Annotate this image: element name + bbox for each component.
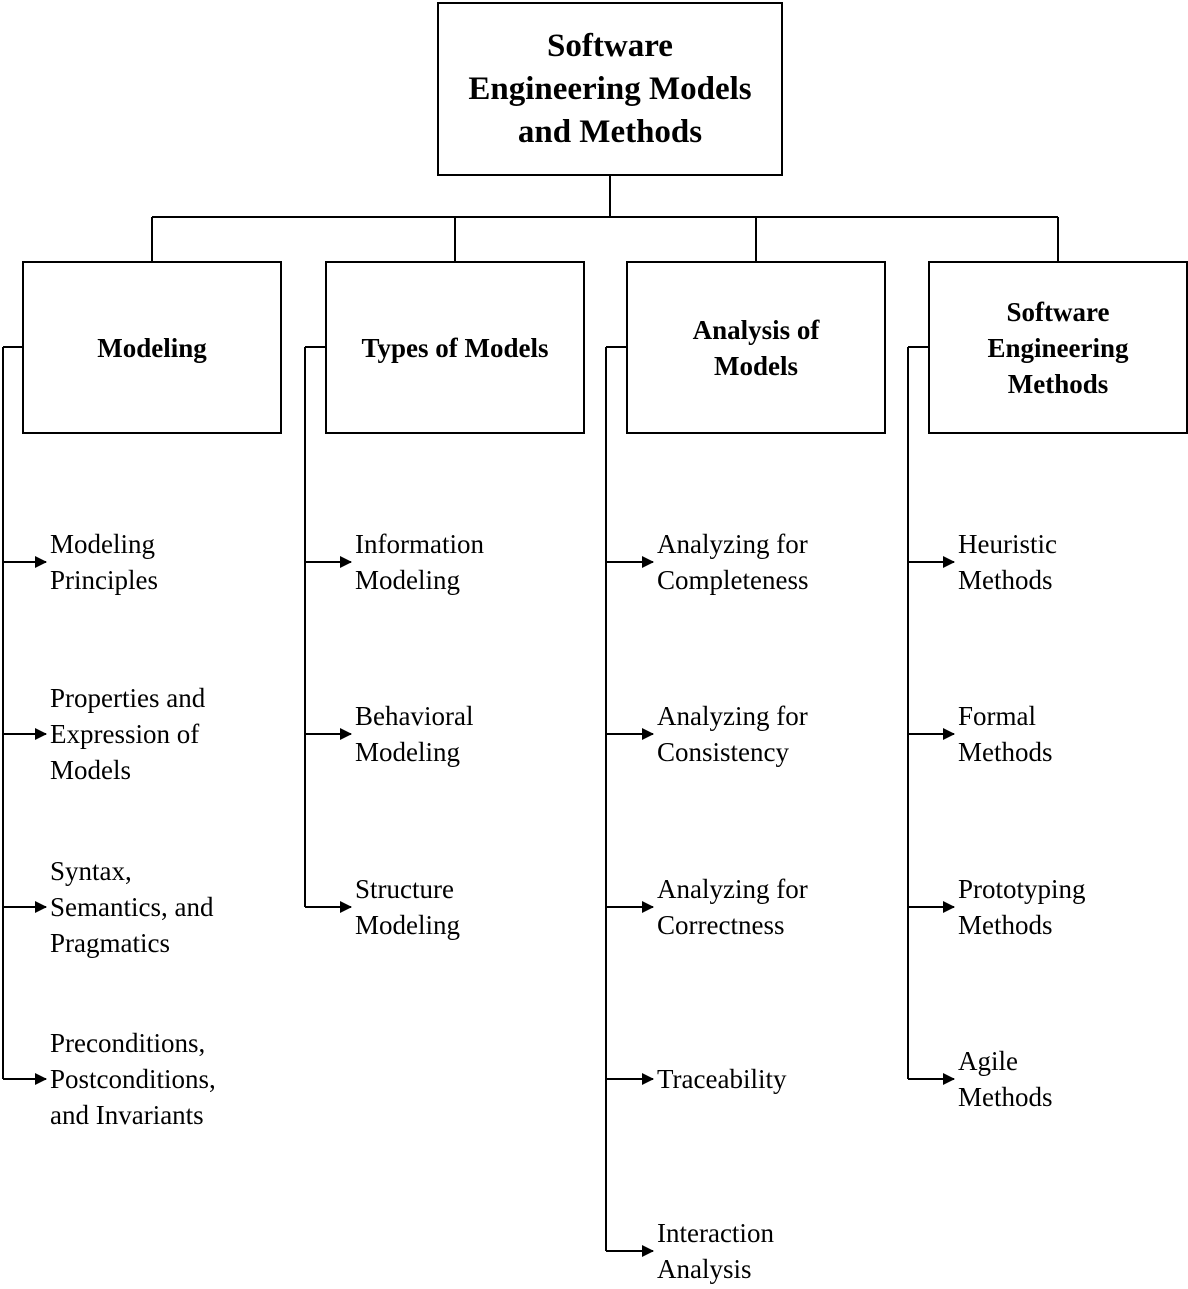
leaf-item-line: Correctness [657, 910, 785, 940]
leaf-item-line: Semantics, and [50, 892, 214, 922]
category-title-line: Engineering [987, 332, 1129, 363]
leaf-item-line: Structure [355, 874, 454, 904]
root-title-line: and Methods [517, 113, 703, 150]
root-node: Software Engineering Models and Methods [437, 2, 783, 176]
leaf-item-line: Heuristic [958, 529, 1057, 559]
leaf-item-line: Models [50, 755, 131, 785]
leaf-item-line: Properties and [50, 683, 206, 713]
category-title-line: Analysis of [692, 314, 820, 345]
leaf-item-line: Analyzing for [657, 701, 808, 731]
category-node: Analysis of Models [626, 261, 886, 434]
category-title-line: Modeling [97, 332, 207, 363]
leaf-item-line: Information [355, 529, 484, 559]
leaf-item-line: Analyzing for [657, 529, 808, 559]
leaf-item-line: Principles [50, 565, 158, 595]
leaf-item-line: Methods [958, 910, 1053, 940]
category-title-line: Software [1006, 296, 1110, 327]
leaf-item-line: Traceability [657, 1064, 787, 1094]
leaf-item-line: Analyzing for [657, 874, 808, 904]
leaf-item-line: Methods [958, 737, 1053, 767]
root-title-line: Engineering Models [468, 70, 752, 107]
leaf-item-line: Expression of [50, 719, 200, 749]
leaf-item-line: Consistency [657, 737, 789, 767]
leaf-item-line: Interaction [657, 1218, 774, 1248]
leaf-item-line: Modeling [355, 565, 460, 595]
leaf-item-line: Pragmatics [50, 928, 170, 958]
leaf-item-line: Modeling [355, 910, 460, 940]
leaf-item-line: Prototyping [958, 874, 1086, 904]
leaf-item-line: Methods [958, 1082, 1053, 1112]
leaf-item-line: Agile [958, 1046, 1018, 1076]
category-title-line: Models [714, 350, 798, 381]
leaf-item-line: Formal [958, 701, 1036, 731]
category-node: Modeling [22, 261, 282, 434]
category-node: Types of Models [325, 261, 585, 434]
category-title-line: Types of Models [361, 332, 549, 363]
root-title-line: Software [547, 27, 673, 64]
leaf-item-line: and Invariants [50, 1100, 204, 1130]
leaf-item-line: Behavioral [355, 701, 474, 731]
leaf-item-line: Postconditions, [50, 1064, 216, 1094]
leaf-item-line: Modeling [355, 737, 460, 767]
leaf-item-line: Preconditions, [50, 1028, 206, 1058]
leaf-item: Preconditions, Postconditions, and Invaria… [50, 1025, 216, 1133]
leaf-item-line: Methods [958, 565, 1053, 595]
leaf-item-line: Syntax, [50, 856, 132, 886]
category-title-line: Methods [1007, 368, 1109, 399]
leaf-item-line: Completeness [657, 565, 809, 595]
leaf-item-line: Analysis [657, 1254, 752, 1284]
leaf-item-line: Modeling [50, 529, 155, 559]
leaf-item: Traceability [657, 1061, 786, 1097]
